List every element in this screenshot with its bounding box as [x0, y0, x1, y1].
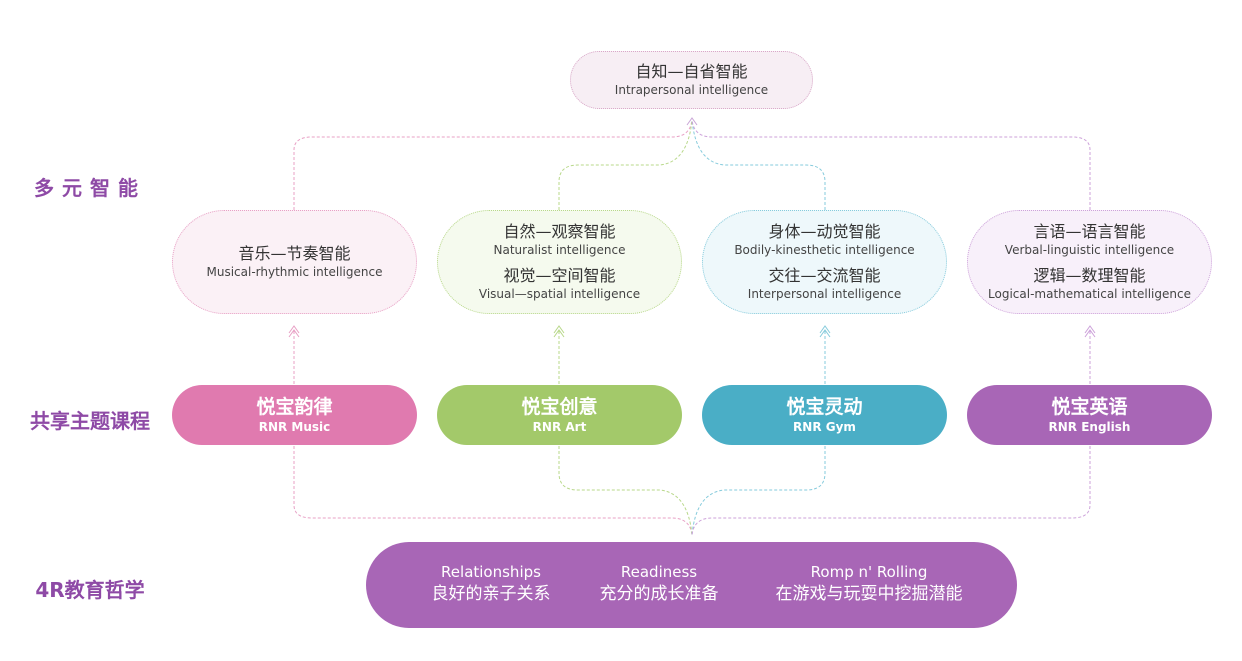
philosophy-box: Relationships 良好的亲子关系 Readiness 充分的成长准备 … — [366, 542, 1017, 628]
course-music-en: RNR Music — [258, 420, 331, 434]
course-art: 悦宝创意 RNR Art — [437, 385, 682, 445]
label-intelligences: 多元智能 — [34, 176, 146, 200]
course-english: 悦宝英语 RNR English — [967, 385, 1212, 445]
philosophy-relationships-zh: 良好的亲子关系 — [431, 584, 551, 604]
course-english-en: RNR English — [1048, 420, 1131, 434]
intel-interpersonal-en: Interpersonal intelligence — [747, 287, 902, 301]
intel-box-gym: 身体—动觉智能 Bodily-kinesthetic intelligence … — [702, 210, 947, 314]
intel-verbal-zh: 言语—语言智能 — [1033, 222, 1146, 241]
philosophy-readiness: Readiness 充分的成长准备 — [584, 562, 734, 606]
course-gym-en: RNR Gym — [793, 420, 856, 434]
course-gym-zh: 悦宝灵动 — [786, 396, 863, 418]
course-english-zh: 悦宝英语 — [1051, 396, 1128, 418]
label-philosophy: 4R教育哲学 — [35, 578, 145, 602]
connector-english-top — [691, 119, 1091, 210]
intel-logical-zh: 逻辑—数理智能 — [1033, 266, 1146, 285]
intel-naturalist-en: Naturalist intelligence — [493, 243, 626, 257]
connector-art-bottom — [558, 446, 693, 536]
intel-visual-en: Visual—spatial intelligence — [478, 287, 641, 301]
philosophy-readiness-zh: 充分的成长准备 — [599, 584, 719, 604]
intel-verbal-en: Verbal-linguistic intelligence — [1004, 243, 1175, 257]
course-music: 悦宝韵律 RNR Music — [172, 385, 417, 445]
philosophy-romp-zh: 在游戏与玩耍中挖掘潜能 — [775, 584, 963, 604]
intel-interpersonal-zh: 交往—交流智能 — [768, 266, 881, 285]
course-music-zh: 悦宝韵律 — [256, 396, 333, 418]
intel-logical-en: Logical-mathematical intelligence — [988, 287, 1191, 301]
intel-music-en: Musical-rhythmic intelligence — [206, 265, 383, 279]
course-gym: 悦宝灵动 RNR Gym — [702, 385, 947, 445]
intel-box-art: 自然—观察智能 Naturalist intelligence 视觉—空间智能 … — [437, 210, 682, 314]
arrow-gym — [819, 325, 831, 338]
intel-visual-zh: 视觉—空间智能 — [503, 266, 616, 285]
philosophy-romp-en: Romp n' Rolling — [810, 563, 928, 581]
intel-box-music: 音乐—节奏智能 Musical-rhythmic intelligence — [172, 210, 417, 314]
arrow-music — [288, 325, 300, 338]
philosophy-readiness-en: Readiness — [620, 563, 698, 581]
philosophy-romp: Romp n' Rolling 在游戏与玩耍中挖掘潜能 — [754, 562, 984, 606]
connector-music-top — [293, 119, 693, 210]
intel-bodily-zh: 身体—动觉智能 — [768, 222, 881, 241]
intrapersonal-box: 自知—自省智能 Intrapersonal intelligence — [570, 51, 813, 109]
arrow-art — [553, 325, 565, 338]
philosophy-relationships: Relationships 良好的亲子关系 — [416, 562, 566, 606]
intel-bodily-en: Bodily-kinesthetic intelligence — [734, 243, 915, 257]
connector-art-top — [558, 119, 693, 210]
arrow-english — [1084, 325, 1096, 338]
intel-box-english: 言语—语言智能 Verbal-linguistic intelligence 逻… — [967, 210, 1212, 314]
intrapersonal-zh: 自知—自省智能 — [635, 62, 748, 81]
connector-gym-bottom — [691, 446, 826, 536]
intrapersonal-en: Intrapersonal intelligence — [614, 83, 769, 97]
philosophy-relationships-en: Relationships — [441, 563, 541, 581]
course-art-en: RNR Art — [532, 420, 587, 434]
intel-naturalist-zh: 自然—观察智能 — [503, 222, 616, 241]
connector-gym-top — [691, 119, 826, 210]
label-courses: 共享主题课程 — [30, 409, 150, 433]
arrow-top — [686, 117, 698, 126]
intel-music-zh: 音乐—节奏智能 — [238, 244, 351, 263]
course-art-zh: 悦宝创意 — [521, 396, 598, 418]
